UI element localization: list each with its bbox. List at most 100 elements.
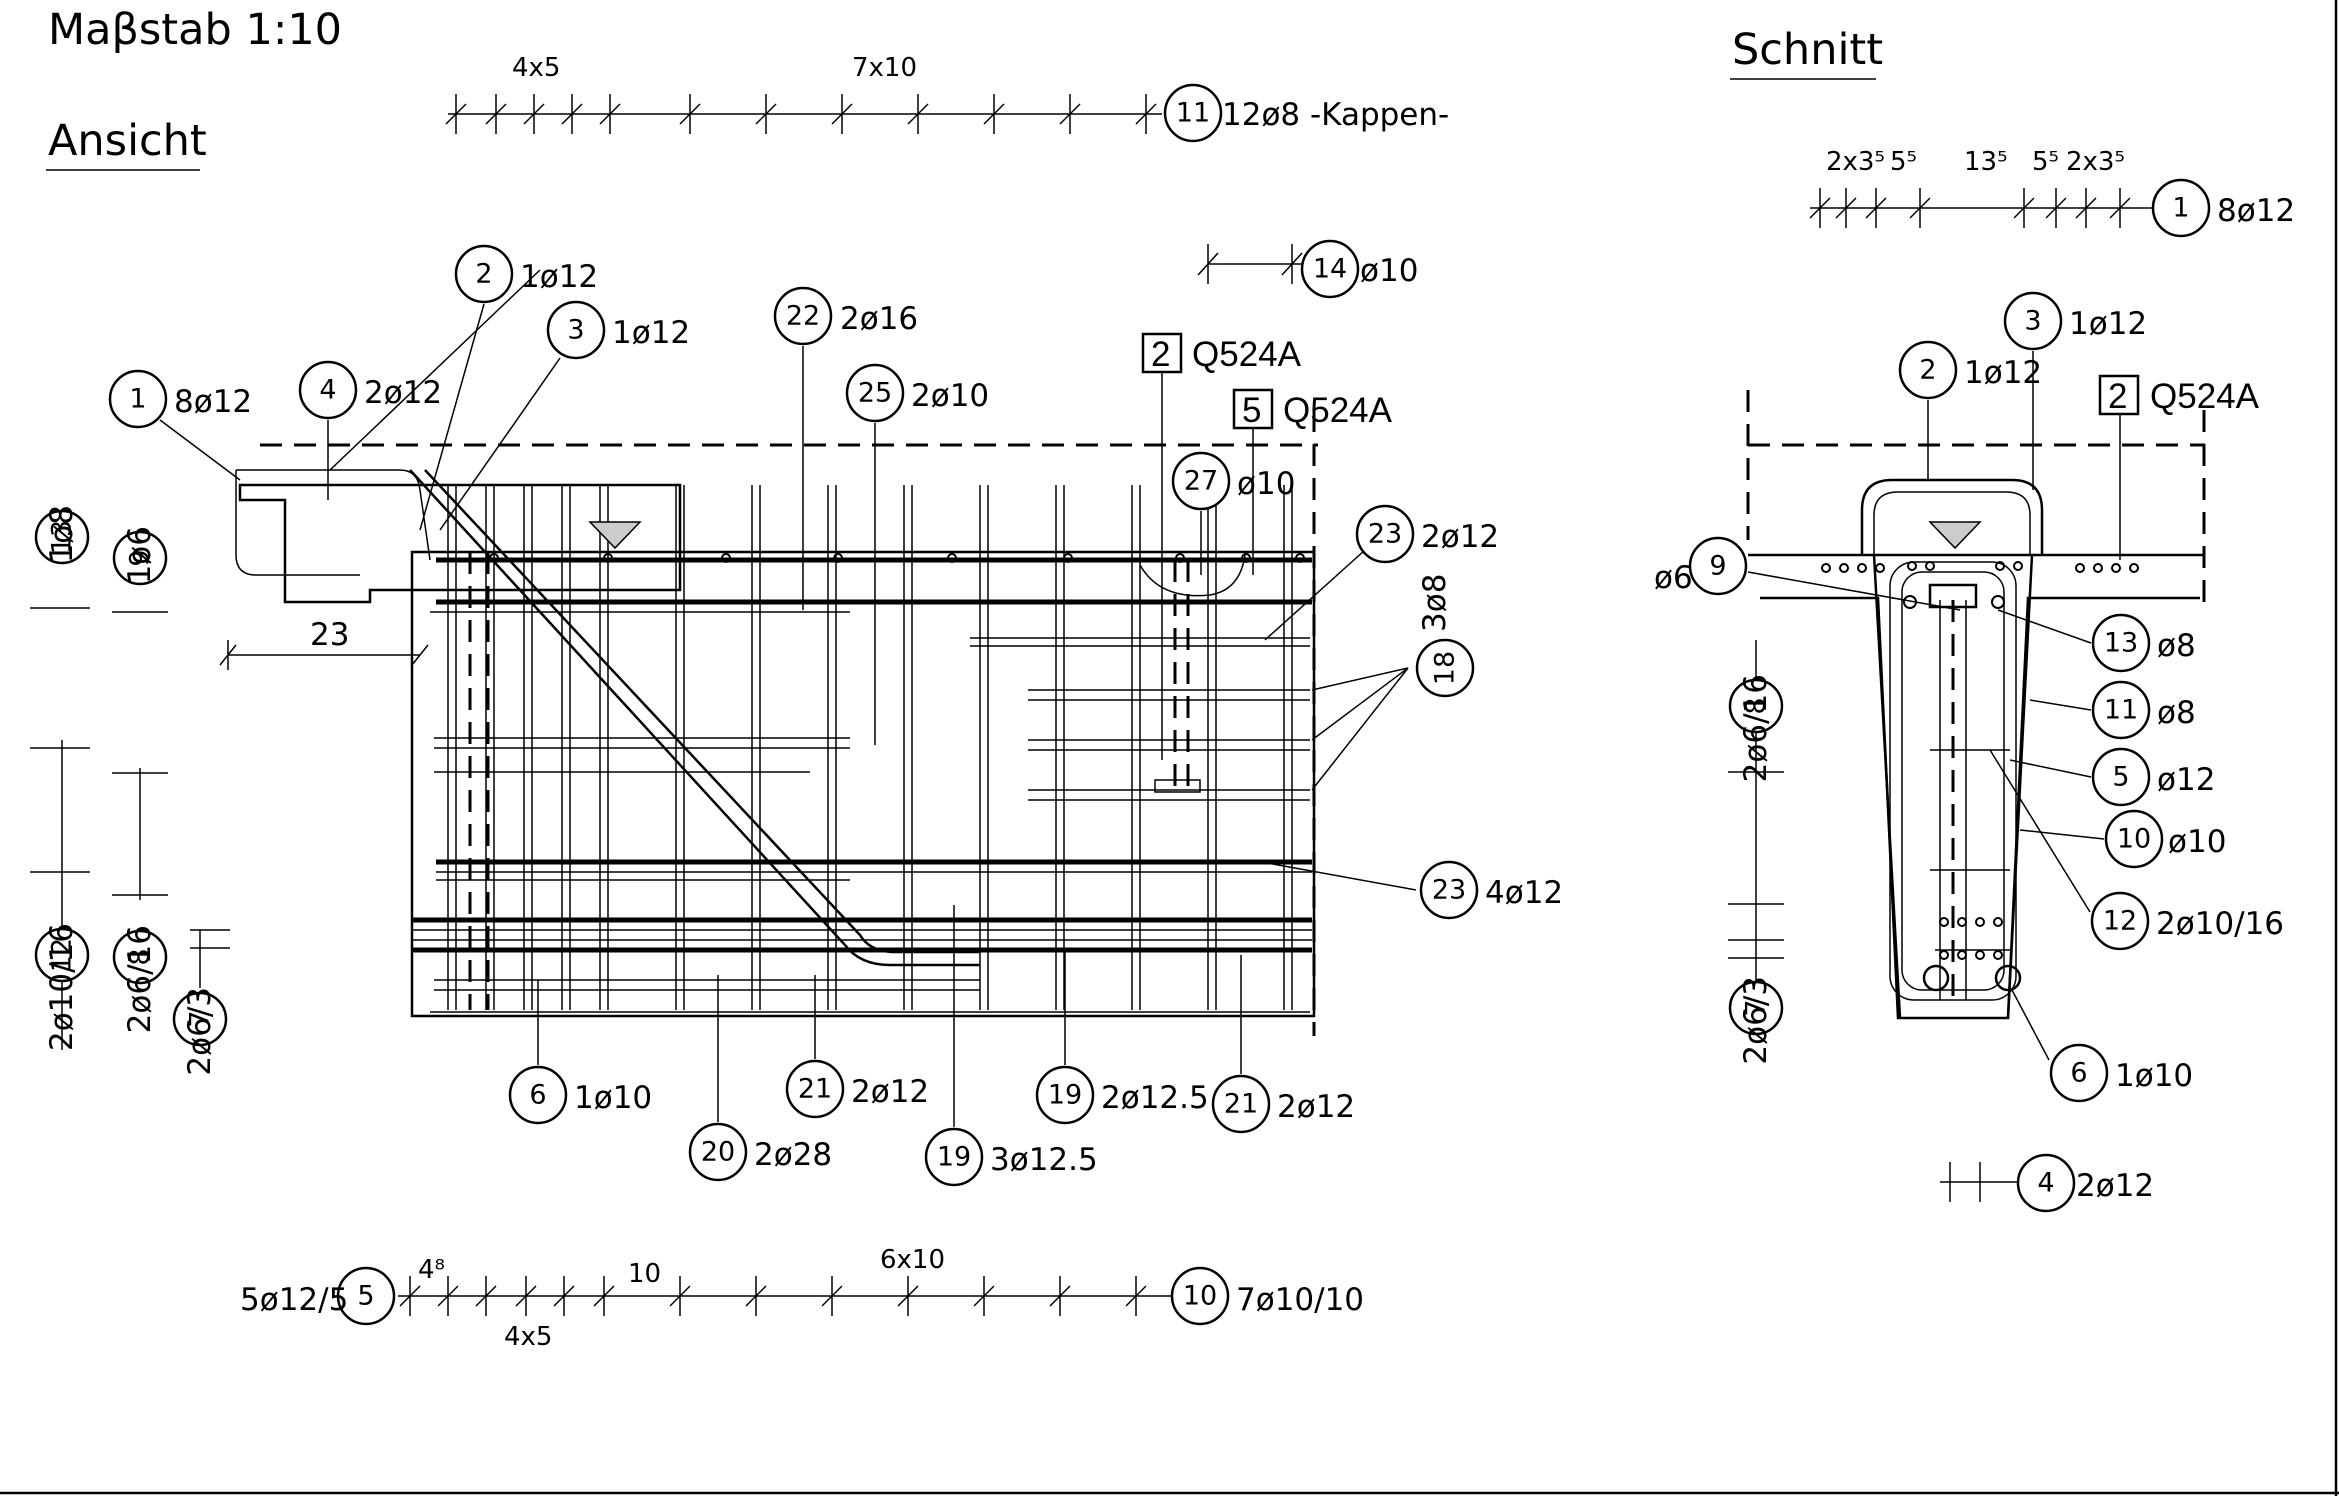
position-number: 19 — [937, 1142, 971, 1173]
position-label: ø10 — [2168, 824, 2226, 860]
position-circle — [2091, 680, 2151, 740]
position-circle — [108, 369, 168, 429]
qbox-2-ansicht: 2 Q524A — [1141, 332, 1302, 760]
bar-1-left — [235, 470, 360, 576]
position-number: 11 — [1176, 98, 1210, 129]
position-label: ø12 — [2157, 762, 2215, 798]
position-circle — [688, 1122, 748, 1182]
leader-18 — [1311, 667, 1409, 791]
position-label: 2ø12 — [2076, 1168, 2154, 1204]
schnitt-dim-c: 13⁵ — [1964, 147, 2008, 177]
position-circle — [1355, 504, 1415, 564]
position-number: 9 — [1709, 551, 1726, 582]
schnitt-kappe-bar — [1860, 478, 2044, 555]
bottom-bar-left — [1922, 964, 1950, 992]
position-label: ø8 — [2157, 695, 2196, 731]
position-number: 3 — [2024, 306, 2041, 337]
position-label: ø6 — [1654, 560, 1693, 596]
leader-bar-2 — [329, 269, 541, 471]
position-number: 1 — [129, 384, 146, 415]
svg-text:13: 13 — [47, 520, 78, 554]
side-label: 2ø6/16 — [122, 925, 158, 1033]
position-number: 27 — [1184, 466, 1218, 497]
position-label: 2ø16 — [840, 301, 918, 337]
position-number: 23 — [1432, 875, 1466, 906]
svg-text:Q524A: Q524A — [1283, 391, 1393, 430]
side-label: 1ø6 — [122, 526, 158, 584]
side-label: 1ø8 — [44, 505, 80, 563]
position-label: 2ø10/16 — [2156, 906, 2284, 942]
schnitt-mark-10-7: 10 ø10 — [2019, 809, 2226, 869]
position-number: 25 — [858, 378, 892, 409]
position-number: 23 — [1368, 519, 1402, 550]
position-circle — [2151, 178, 2211, 238]
svg-text:2: 2 — [2108, 377, 2127, 416]
position-number: 13 — [2104, 628, 2138, 659]
ansicht-mark-21-13: 21 2ø12 — [785, 975, 929, 1119]
position-circle — [1170, 1266, 1230, 1326]
position-label: ø8 — [2157, 628, 2196, 664]
position-number: 12 — [2103, 906, 2137, 937]
position-label: 8ø12 — [2217, 193, 2295, 229]
svg-text:7: 7 — [1741, 999, 1772, 1016]
position-number: 6 — [2070, 1058, 2087, 1089]
bar-27-curve — [1139, 554, 1246, 597]
ansicht-view: 4x5 7x10 — [30, 53, 1563, 1352]
svg-text:2: 2 — [1151, 335, 1170, 374]
position-circle — [546, 300, 606, 360]
svg-text:9: 9 — [125, 549, 156, 566]
position-circle — [454, 244, 514, 304]
position-label: 1ø10 — [574, 1080, 652, 1116]
schnitt-dim-b: 5⁵ — [1890, 147, 1917, 177]
position-label: 1ø10 — [2115, 1058, 2193, 1094]
position-label: 2ø12 — [364, 375, 442, 411]
position-circle — [2003, 291, 2063, 351]
stirrups — [447, 485, 1305, 1010]
top-dim-4x5: 4x5 — [512, 53, 560, 83]
position-circle — [1415, 638, 1475, 698]
top-dimension-line: 4x5 7x10 — [445, 53, 1162, 134]
web-right-face — [2006, 554, 2034, 1019]
svg-text:Q524A: Q524A — [2150, 377, 2260, 416]
position-number: 10 — [2117, 824, 2151, 855]
position-label: 7ø10/10 — [1236, 1282, 1364, 1318]
svg-text:5: 5 — [1242, 391, 1261, 430]
position-label: 2ø12 — [851, 1074, 929, 1110]
ansicht-mark-23-9: 23 2ø12 — [1264, 504, 1499, 641]
bottom-bar-right — [1994, 964, 2022, 992]
bottom-dim-4x5: 4x5 — [504, 1322, 552, 1352]
svg-text:Q524A: Q524A — [1192, 335, 1302, 374]
schnitt-mark-12-8: 12 2ø10/16 — [1989, 749, 2284, 951]
position-circle — [1300, 239, 1360, 299]
position-number: 21 — [798, 1074, 832, 1105]
dim-23-label: 23 — [310, 617, 349, 653]
web-left-face — [1872, 554, 1902, 1019]
bottom-dim-48: 4⁸ — [418, 1255, 445, 1285]
position-circle — [298, 360, 358, 420]
position-label: 3ø8 — [1417, 574, 1453, 632]
position-label: 3ø12.5 — [990, 1142, 1098, 1178]
schnitt-kappe-bar-inner — [1873, 491, 2031, 555]
position-circle — [2049, 1043, 2109, 1103]
position-label: 2ø12 — [1421, 519, 1499, 555]
position-circle — [1163, 83, 1223, 143]
side-label: 2ø6/16 — [1738, 674, 1774, 782]
